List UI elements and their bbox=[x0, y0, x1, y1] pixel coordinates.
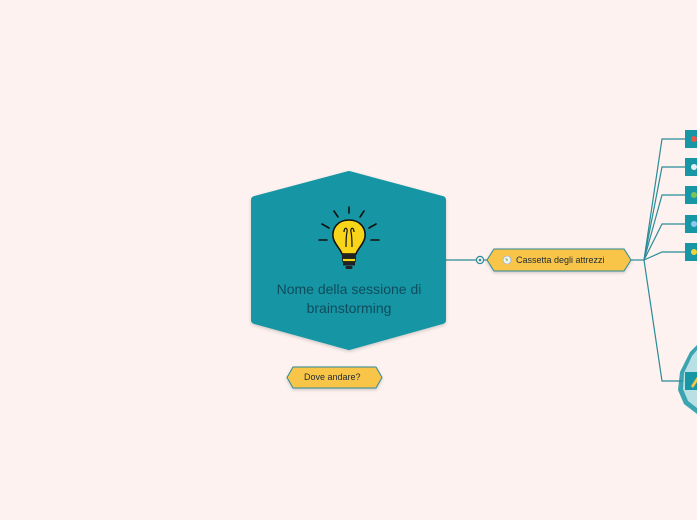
connectors bbox=[442, 138, 685, 382]
child-node-6[interactable] bbox=[678, 345, 697, 414]
child-node-2[interactable] bbox=[685, 158, 697, 176]
central-title: Nome della sessione di brainstorming bbox=[276, 281, 422, 316]
toolbox-node[interactable] bbox=[486, 248, 632, 272]
child-node-3[interactable] bbox=[685, 186, 697, 204]
globe-icon bbox=[502, 255, 512, 265]
green-icon bbox=[691, 192, 697, 198]
child-node-5[interactable] bbox=[685, 243, 697, 261]
blue-icon bbox=[691, 221, 697, 227]
branch-line-3 bbox=[643, 194, 685, 261]
yellow-icon bbox=[691, 249, 697, 255]
toolbox-label: Cassetta degli attrezzi bbox=[516, 255, 605, 265]
red-dot-icon bbox=[691, 136, 697, 142]
branch-line-2 bbox=[643, 166, 685, 261]
white-icon bbox=[691, 164, 697, 170]
branch-line-5 bbox=[643, 251, 685, 261]
pencil-icon bbox=[691, 377, 697, 388]
where-node[interactable] bbox=[286, 366, 383, 389]
where-label: Dove andare? bbox=[304, 372, 361, 382]
branch-line-4 bbox=[643, 223, 685, 261]
branch-line-6 bbox=[643, 259, 685, 382]
branch-line-1 bbox=[643, 138, 685, 261]
collapse-toggle[interactable] bbox=[475, 255, 485, 265]
child-node-4[interactable] bbox=[685, 215, 697, 233]
lightbulb-icon bbox=[318, 206, 380, 269]
child-node-1[interactable] bbox=[685, 130, 697, 148]
